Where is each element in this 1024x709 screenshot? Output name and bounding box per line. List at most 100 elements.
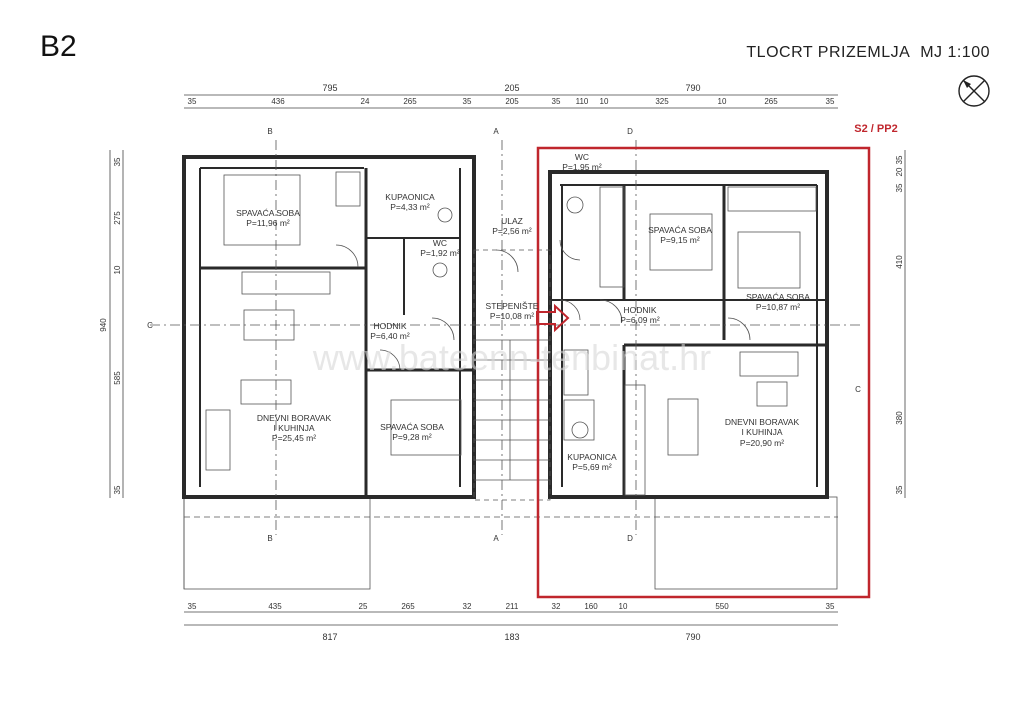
plan-scale: MJ 1:100 [920,44,990,61]
room-area: P=1,95 m² [562,162,602,172]
room-area: P=1,92 m² [420,248,460,258]
section-mark-c: C [855,385,861,394]
unit-label: S2 / PP2 [854,123,897,135]
dim-left: 585 [113,371,122,385]
bed-right-1 [649,213,713,271]
room-name: SPAVAĆA SOBA [236,208,300,218]
section-mark-c: C [147,321,153,330]
sofa-left [240,379,292,405]
dim-bottom-total: 183 [504,632,519,642]
plan-title: TLOCRT PRIZEMLJA MJ 1:100 [746,44,990,62]
dim-bottom-detail: 550 [715,602,729,611]
section-mark-b: B [267,534,272,543]
section-mark-d: D [627,127,633,136]
highlighted-unit-frame [536,146,871,599]
room-area: P=6,40 m² [370,331,410,341]
dim-top-detail: 265 [403,97,417,106]
room-name: ULAZ [501,216,523,226]
dim-left: 10 [113,265,122,274]
dining-table-left [243,309,295,341]
room-area: P=25,45 m² [272,433,316,443]
dim-top-detail: 10 [718,97,727,106]
room-name: I KUHINJA [273,423,314,433]
dim-bottom-detail: 10 [619,602,628,611]
room-name: WC [575,152,589,162]
kitchen-counter-left [241,271,331,295]
room-name: KUPAONICA [385,192,435,202]
dim-left: 275 [113,211,122,225]
room-name: SPAVAĆA SOBA [648,225,712,235]
dim-top-total: 795 [322,83,337,93]
dim-top-detail: 35 [552,97,561,106]
room-area: P=10,08 m² [490,311,534,321]
north-arrow-icon [958,75,990,107]
dim-bottom-detail: 160 [584,602,598,611]
dim-top-detail: 205 [505,97,519,106]
kitchen-counter-right [624,384,646,496]
room-area: P=10,87 m² [756,302,800,312]
dim-bottom-detail: 32 [552,602,561,611]
room-name: DNEVNI BORAVAK [257,413,332,423]
dim-top-detail: 10 [600,97,609,106]
dim-top-total: 790 [685,83,700,93]
furniture [205,171,817,496]
dimension-lines [109,94,906,626]
dim-right: 20 [895,167,904,176]
dim-left: 35 [113,485,122,494]
dim-bottom-detail: 35 [826,602,835,611]
dim-bottom-detail: 265 [401,602,415,611]
bed-right-2 [737,231,801,289]
room-area: P=20,90 m² [740,438,784,448]
room-area: P=9,15 m² [660,235,700,245]
door-swings [335,239,751,371]
dim-top-detail: 325 [655,97,669,106]
dim-top-detail: 35 [188,97,197,106]
plan-title-text: TLOCRT PRIZEMLJA [746,44,911,61]
dim-top-detail: 35 [826,97,835,106]
bed-left [223,174,301,246]
room-area: P=9,28 m² [392,432,432,442]
dim-bottom-detail: 35 [188,602,197,611]
watermark: www.bateenn-tenbinat.hr [312,337,711,378]
dim-top-total: 205 [504,83,519,93]
dim-top-detail: 265 [764,97,778,106]
section-mark-b: B [267,127,272,136]
room-name: HODNIK [373,321,406,331]
dim-right: 35 [895,183,904,192]
bed-left-2 [390,399,462,456]
room-area: P=5,69 m² [572,462,612,472]
section-mark-a: A [493,127,499,136]
room-name: I KUHINJA [741,427,782,437]
section-mark-a: A [493,534,499,543]
room-area: P=6,09 m² [620,315,660,325]
room-name: STEPENIŠTE [486,301,539,311]
room-area: P=11,96 m² [246,218,290,228]
room-name: SPAVAĆA SOBA [380,422,444,432]
dim-bottom-detail: 32 [463,602,472,611]
room-area: P=2,56 m² [492,226,532,236]
dim-left: 35 [113,157,122,166]
dining-table-right [667,398,699,456]
room-name: KUPAONICA [567,452,617,462]
dim-bottom-detail: 211 [506,602,519,611]
dim-left-total: 940 [99,318,108,332]
dim-bottom-detail: 435 [268,602,282,611]
room-name: WC [433,238,447,248]
dim-bottom-total: 790 [685,632,700,642]
room-name: HODNIK [623,305,656,315]
room-name: SPAVAĆA SOBA [746,292,810,302]
bathtub-right [563,399,595,441]
dim-right: 380 [895,411,904,425]
dim-right: 35 [895,155,904,164]
section-lines [150,140,860,535]
sofa-right [739,351,799,377]
dim-top-detail: 24 [361,97,370,106]
dim-right: 35 [895,485,904,494]
dim-top-detail: 110 [576,97,589,106]
dim-right: 410 [895,255,904,269]
terrace-outlines [183,496,838,590]
room-area: P=4,33 m² [390,202,430,212]
dim-bottom-total: 817 [322,632,337,642]
building-label: B2 [40,30,77,63]
